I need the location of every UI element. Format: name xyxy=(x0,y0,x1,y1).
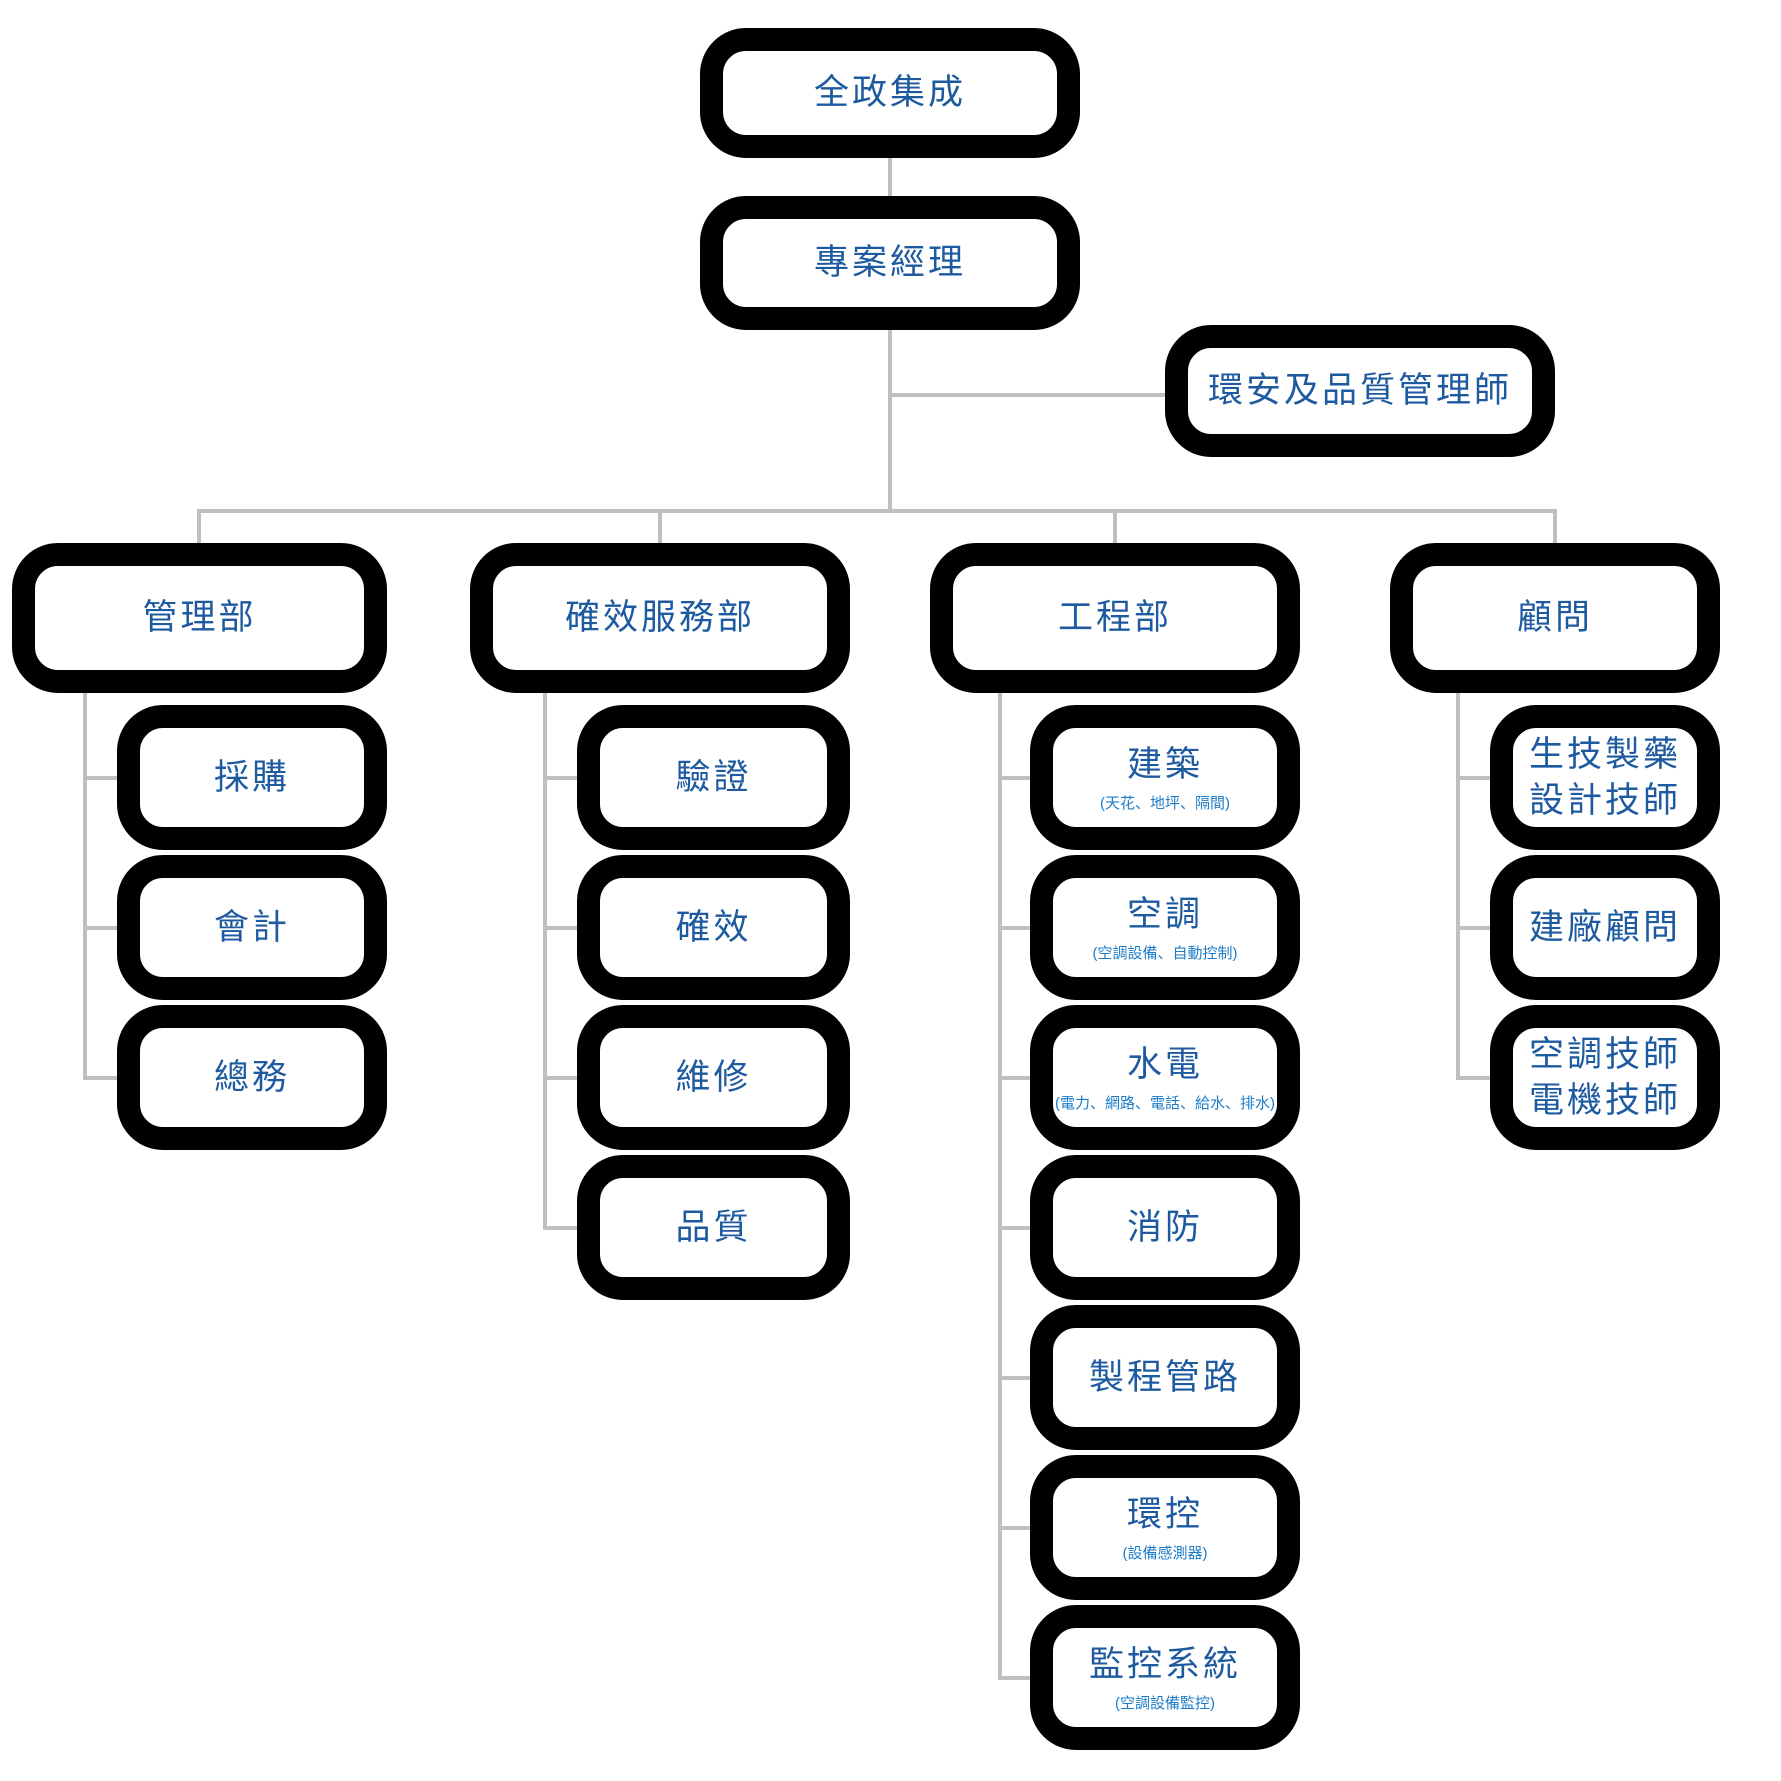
node-process-piping-label: 製程管路 xyxy=(1088,1357,1241,1397)
node-validation-label: 確效 xyxy=(675,907,752,947)
connector-stub xyxy=(543,1226,598,1230)
node-verification: 驗證 xyxy=(577,705,850,850)
node-hvac-electrical-engineer-label: 空調技師 電機技師 xyxy=(1528,1035,1681,1120)
node-monitoring-system: 監控系統 (空調設備監控) xyxy=(1030,1605,1300,1750)
node-general-affairs-label: 總務 xyxy=(213,1057,290,1097)
node-company-label: 全政集成 xyxy=(813,73,966,113)
connector-rail-engineering xyxy=(998,690,1002,1678)
node-quality-label: 品質 xyxy=(675,1207,752,1247)
connector-stub xyxy=(1456,776,1511,780)
node-hvac-electrical-engineer: 空調技師 電機技師 xyxy=(1490,1005,1720,1150)
connector-drop-validation xyxy=(658,509,662,547)
node-biotech-pharma-design-engineer: 生技製藥 設計技師 xyxy=(1490,705,1720,850)
node-company: 全政集成 xyxy=(700,28,1080,158)
node-plant-construction-consultant-label: 建廠顧問 xyxy=(1528,907,1681,947)
connector-stub xyxy=(998,1076,1051,1080)
node-validation: 確效 xyxy=(577,855,850,1000)
node-procurement-label: 採購 xyxy=(213,757,290,797)
node-verification-label: 驗證 xyxy=(675,757,752,797)
node-hvac-label: 空調 xyxy=(1126,895,1203,935)
connector-stub xyxy=(543,926,598,930)
node-quality: 品質 xyxy=(577,1155,850,1300)
connector-stub xyxy=(998,926,1051,930)
node-dept-engineering-label: 工程部 xyxy=(1057,598,1172,638)
connector-stub xyxy=(998,1226,1051,1230)
connector-stub xyxy=(543,776,598,780)
node-environmental-control: 環控 (設備感測器) xyxy=(1030,1455,1300,1600)
node-biotech-pharma-design-engineer-label: 生技製藥 設計技師 xyxy=(1528,735,1681,820)
node-process-piping: 製程管路 xyxy=(1030,1305,1300,1450)
node-monitoring-system-subtitle: (空調設備監控) xyxy=(1115,1694,1215,1712)
connector-drop-management xyxy=(197,509,201,547)
node-utilities: 水電 (電力、網路、電話、給水、排水) xyxy=(1030,1005,1300,1150)
node-utilities-label: 水電 xyxy=(1126,1045,1203,1085)
connector-stub xyxy=(998,1676,1051,1680)
node-accounting-label: 會計 xyxy=(213,907,290,947)
node-environmental-control-subtitle: (設備感測器) xyxy=(1122,1544,1208,1562)
node-project-manager: 專案經理 xyxy=(700,196,1080,330)
node-dept-consultants: 顧問 xyxy=(1390,543,1720,693)
connector-stub xyxy=(83,776,138,780)
node-environmental-control-label: 環控 xyxy=(1126,1495,1203,1535)
node-dept-consultants-label: 顧問 xyxy=(1516,598,1593,638)
node-dept-engineering: 工程部 xyxy=(930,543,1300,693)
connector-stub xyxy=(1456,926,1511,930)
connector-company-manager xyxy=(888,156,892,196)
node-general-affairs: 總務 xyxy=(117,1005,387,1150)
node-architecture-subtitle: (天花、地坪、隔間) xyxy=(1100,794,1230,812)
connector-stub xyxy=(83,1076,138,1080)
connector-stub xyxy=(543,1076,598,1080)
node-fire-protection: 消防 xyxy=(1030,1155,1300,1300)
connector-stub xyxy=(998,776,1051,780)
connector-rail-validation xyxy=(543,690,547,1228)
connector-stub xyxy=(998,1526,1051,1530)
connector-stub xyxy=(1456,1076,1511,1080)
node-maintenance: 維修 xyxy=(577,1005,850,1150)
node-architecture-label: 建築 xyxy=(1126,745,1203,785)
connector-manager-trunk xyxy=(888,328,892,513)
connector-distributor-line xyxy=(197,509,1557,513)
node-dept-validation-services: 確效服務部 xyxy=(470,543,850,693)
node-accounting: 會計 xyxy=(117,855,387,1000)
node-architecture: 建築 (天花、地坪、隔間) xyxy=(1030,705,1300,850)
node-hvac-subtitle: (空調設備、自動控制) xyxy=(1092,944,1238,962)
node-fire-protection-label: 消防 xyxy=(1126,1207,1203,1247)
node-monitoring-system-label: 監控系統 xyxy=(1088,1645,1241,1685)
node-ehs-quality-manager: 環安及品質管理師 xyxy=(1165,325,1555,457)
connector-drop-engineering xyxy=(1113,509,1117,547)
connector-stub xyxy=(83,926,138,930)
node-maintenance-label: 維修 xyxy=(675,1057,752,1097)
node-dept-management-label: 管理部 xyxy=(142,598,257,638)
connector-stub xyxy=(998,1376,1051,1380)
node-plant-construction-consultant: 建廠顧問 xyxy=(1490,855,1720,1000)
connector-drop-consultants xyxy=(1553,509,1557,547)
node-dept-validation-services-label: 確效服務部 xyxy=(564,598,755,638)
node-ehs-quality-manager-label: 環安及品質管理師 xyxy=(1207,371,1512,411)
node-utilities-subtitle: (電力、網路、電話、給水、排水) xyxy=(1055,1094,1275,1112)
node-dept-management: 管理部 xyxy=(12,543,387,693)
connector-rail-consultants xyxy=(1456,690,1460,1078)
node-hvac: 空調 (空調設備、自動控制) xyxy=(1030,855,1300,1000)
connector-rail-management xyxy=(83,690,87,1078)
connector-staff-line xyxy=(888,393,1168,397)
node-procurement: 採購 xyxy=(117,705,387,850)
node-project-manager-label: 專案經理 xyxy=(813,243,966,283)
